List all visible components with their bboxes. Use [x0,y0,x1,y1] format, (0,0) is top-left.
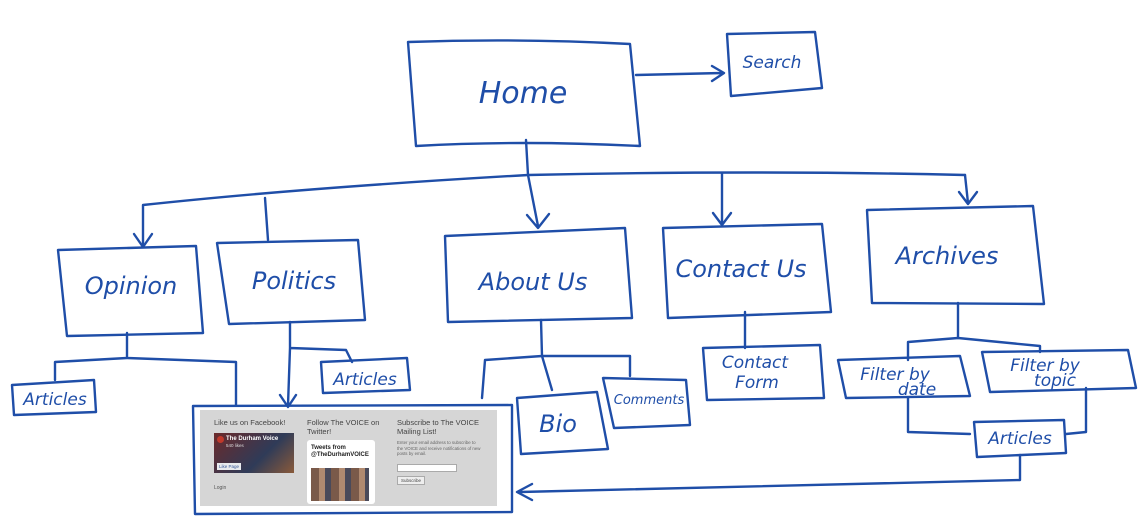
edge-home-search [636,66,724,81]
node-filter-date-label-2: date [898,380,936,400]
facebook-like-button[interactable]: Like Page [217,463,241,470]
node-home-label: Home [479,76,568,111]
twitter-heading: Follow The VOICE on Twitter! [307,418,383,436]
node-articles-archives-label: Articles [987,429,1052,449]
edge-politics-children [280,322,352,407]
facebook-page-name: The Durham Voice [226,436,278,442]
edge-to-contact [713,173,731,225]
twitter-card-title: Tweets from @TheDurhamVOICE [311,445,375,459]
footer-widget: Like us on Facebook! The Durham Voice 54… [200,410,497,506]
tweet-photo-grid [311,468,369,501]
node-contact-label: Contact Us [675,255,806,283]
subscribe-heading: Subscribe to The VOICE Mailing List! [397,418,487,436]
email-field[interactable] [397,464,457,472]
facebook-likes: 540 likes [226,443,244,448]
node-opinion-label: Opinion [85,272,178,300]
edge-to-archives [959,175,977,204]
facebook-page-preview[interactable]: The Durham Voice 540 likes Like Page [214,433,294,473]
node-search-label: Search [743,53,802,73]
subscribe-button[interactable]: Subscribe [397,476,425,485]
edge-home-trunk [526,140,528,175]
node-comments-label: Comments [614,393,685,408]
edge-to-about [527,175,549,228]
page-logo-icon [217,436,224,443]
node-bio-label: Bio [539,410,577,438]
edge-articles-to-widget [517,455,1020,500]
node-articles-opinion-label: Articles [22,390,87,410]
edge-to-politics [265,198,268,240]
edge-about-children [482,320,630,398]
node-contact-form-label-2: Form [735,373,779,393]
subscribe-description: Enter your email address to subscribe to… [397,440,482,457]
node-filter-topic-label-2: topic [1034,371,1077,391]
twitter-timeline[interactable]: Tweets from @TheDurhamVOICE [307,440,375,504]
node-politics-label: Politics [252,267,336,295]
node-archives-label: Archives [894,242,999,270]
node-about-label: About Us [477,268,588,296]
facebook-heading: Like us on Facebook! [214,418,300,427]
node-articles-politics-label: Articles [332,370,397,390]
node-contact-form-label-1: Contact [722,353,789,373]
login-link[interactable]: Login [214,485,226,491]
